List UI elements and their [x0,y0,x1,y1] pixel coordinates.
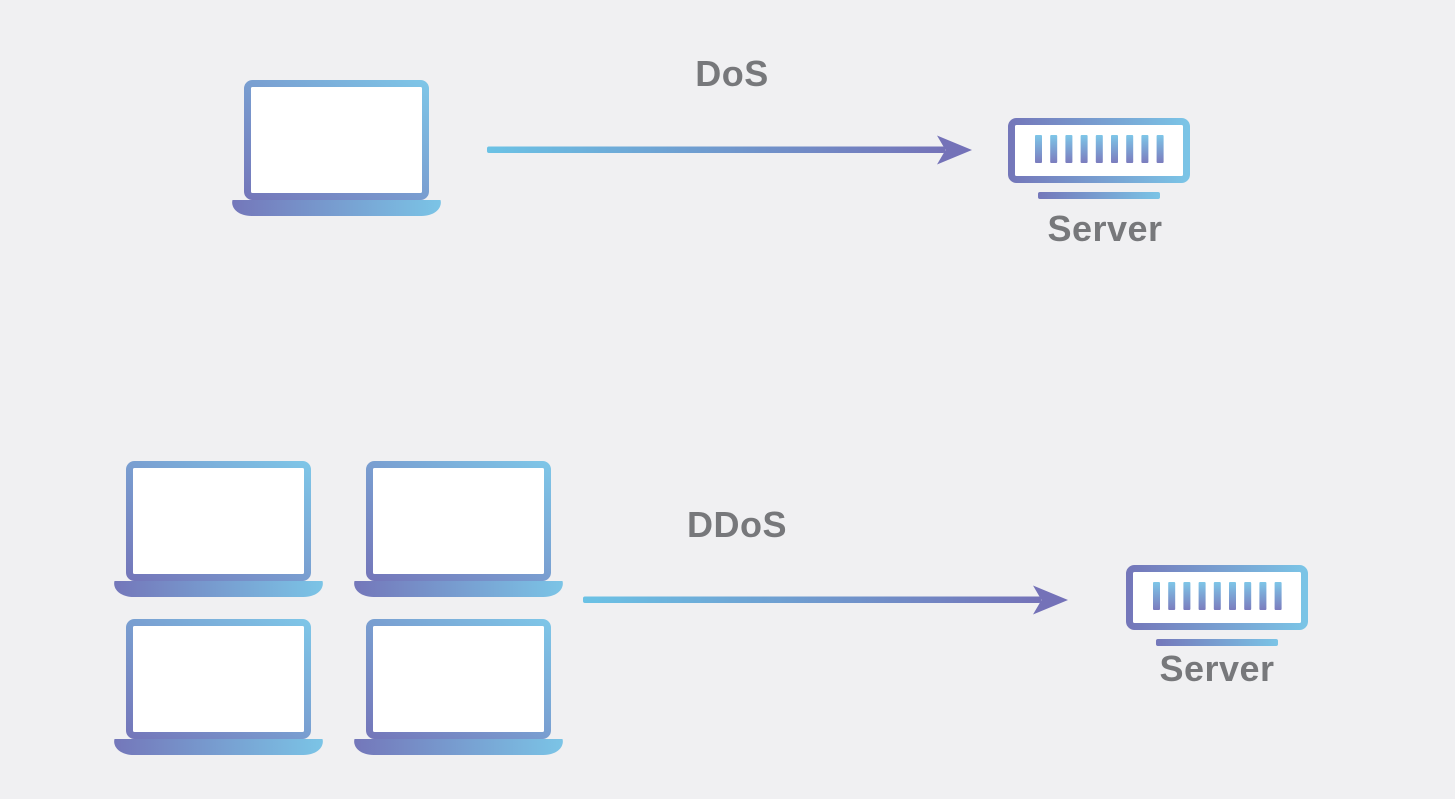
ddos-scenario: DDoS Server [0,380,1455,799]
server-icon [1008,118,1190,199]
laptop-icon [354,461,563,597]
server-label: Server [1047,208,1163,249]
server-label: Server [1159,648,1275,689]
ddos-label: DDoS [687,504,787,545]
laptop-icon [232,80,441,216]
dos-scenario: DoS Server [0,0,1455,380]
server-icon [1126,565,1308,646]
laptop-icon [354,619,563,755]
laptop-icon [114,461,323,597]
laptop-icon [114,619,323,755]
arrow-right-icon [583,585,1068,615]
dos-label: DoS [695,53,769,94]
arrow-right-icon [487,135,972,165]
